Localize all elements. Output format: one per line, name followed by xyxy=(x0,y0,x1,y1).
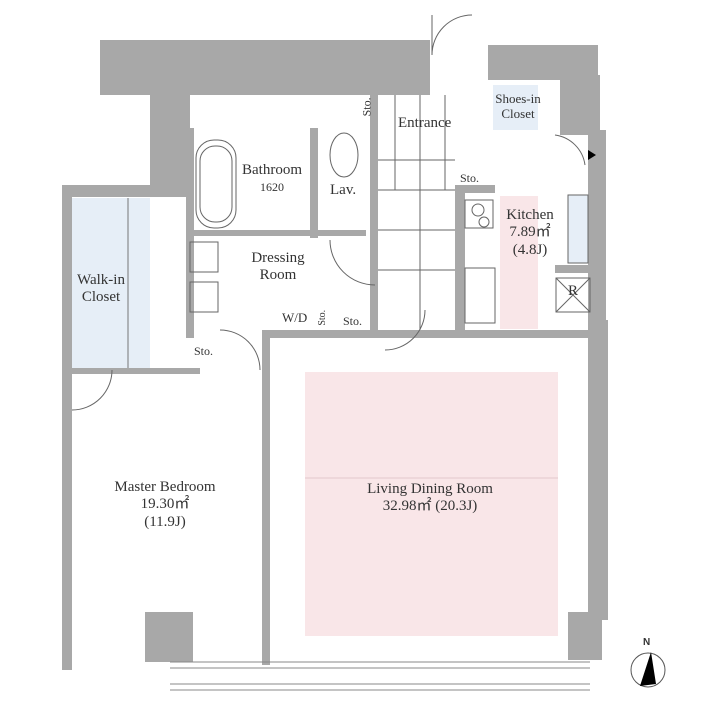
kitchen-area: 7.89㎡ xyxy=(509,224,551,241)
storage-label: Sto. xyxy=(343,314,363,328)
living-area: 32.98㎡ (20.3J) xyxy=(382,498,478,515)
shoes-closet-name2: Closet xyxy=(501,105,535,121)
washer-dryer-label: W/D xyxy=(282,310,308,325)
walls xyxy=(62,40,608,670)
kitchen-jo: (4.8J) xyxy=(512,241,548,258)
entrance-label: Entrance xyxy=(398,115,452,131)
compass-label: N xyxy=(643,637,651,648)
dressing-name: Dressing xyxy=(251,250,305,266)
master-bedroom-jo: (11.9J) xyxy=(144,513,186,530)
door-arrow-icon xyxy=(588,150,596,160)
lav-label: Lav. xyxy=(330,182,357,198)
master-bedroom-name: Master Bedroom xyxy=(114,479,216,495)
compass-icon xyxy=(630,652,666,688)
master-bedroom-area: 19.30㎡ xyxy=(140,496,190,513)
storage-label: Sto. xyxy=(194,344,214,358)
refrigerator-label: R xyxy=(568,283,579,299)
walk-in-name2: Closet xyxy=(81,289,121,306)
bathroom-name: Bathroom xyxy=(242,162,302,178)
walk-in-closet-fill xyxy=(72,198,150,368)
living-highlight xyxy=(305,372,558,636)
storage-label: Sto. xyxy=(359,97,374,117)
kitchen-name: Kitchen xyxy=(506,207,554,223)
walk-in-name: Walk-in xyxy=(77,272,125,288)
kitchen-highlight xyxy=(500,196,538,329)
storage-label: Sto. xyxy=(317,309,329,326)
storage-label: Sto. xyxy=(460,171,480,185)
bathroom-label: Bathroom 1620 xyxy=(232,162,312,197)
shoes-closet-name: Shoes-in xyxy=(495,91,541,106)
living-name: Living Dining Room xyxy=(367,481,493,497)
fixtures xyxy=(71,14,591,411)
shoes-closet-fill xyxy=(493,85,538,130)
bathroom-size: 1620 xyxy=(260,180,284,195)
balcony-rail xyxy=(170,661,590,691)
dressing-name2: Room xyxy=(259,267,297,284)
